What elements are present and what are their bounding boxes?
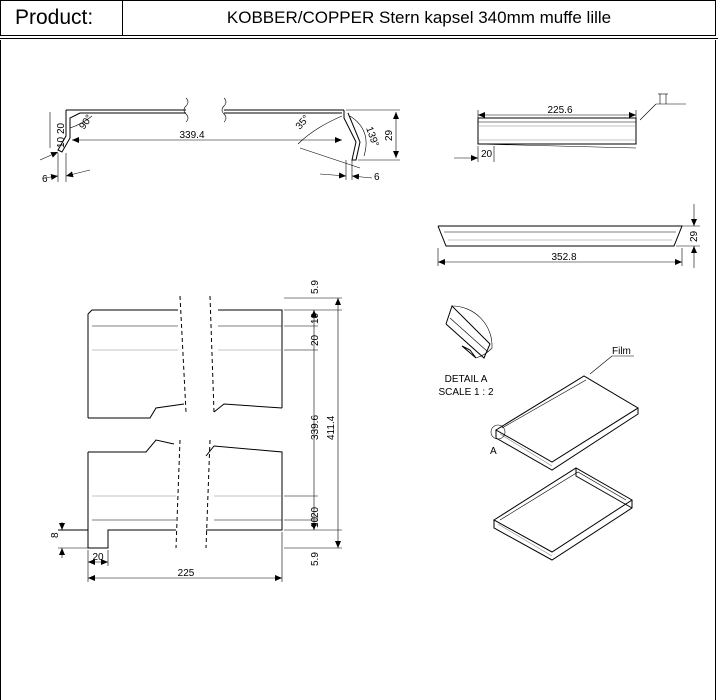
dim-225: 225 bbox=[178, 568, 195, 579]
detail-a: DETAIL A SCALE 1 : 2 bbox=[438, 305, 494, 398]
dim-20-top: 20 bbox=[310, 334, 321, 346]
isometric-film-tray: A Film bbox=[490, 346, 639, 471]
side-view: 29 352.8 bbox=[437, 204, 700, 268]
profile-view: 339.4 20 10 90° 6 35° 139° 29 6 bbox=[39, 97, 400, 185]
dim-352-8: 352.8 bbox=[551, 252, 576, 263]
detail-callout-a: A bbox=[490, 446, 497, 457]
header-divider bbox=[0, 38, 718, 39]
dim-339-6: 339.6 bbox=[310, 415, 321, 440]
plan-view: 5.9 10 20 339.6 411.4 20 10 5.9 8 20 225 bbox=[50, 280, 342, 582]
detail-label-line2: SCALE 1 : 2 bbox=[438, 387, 493, 398]
dim-5-9-top: 5.9 bbox=[310, 280, 321, 294]
angle-35: 35° bbox=[294, 113, 312, 132]
dim-20-left: 20 bbox=[92, 552, 104, 563]
dim-20-bottom: 20 bbox=[310, 506, 321, 518]
dim-6-right: 6 bbox=[374, 172, 380, 183]
dim-5-9-bottom: 5.9 bbox=[310, 552, 321, 566]
isometric-open-tray bbox=[493, 467, 633, 561]
dim-10-left: 10 bbox=[56, 136, 67, 148]
dim-20-left: 20 bbox=[56, 122, 67, 134]
dim-20-top-right: 20 bbox=[481, 149, 493, 160]
product-header: Product: KOBBER/COPPER Stern kapsel 340m… bbox=[0, 0, 716, 36]
dim-225-6: 225.6 bbox=[547, 105, 572, 116]
dim-339-4: 339.4 bbox=[179, 130, 204, 141]
dim-29-side: 29 bbox=[689, 230, 700, 242]
dim-10-bottom: 10 bbox=[310, 516, 321, 528]
dim-10-top: 10 bbox=[310, 312, 321, 324]
product-title: KOBBER/COPPER Stern kapsel 340mm muffe l… bbox=[226, 8, 612, 27]
film-label: Film bbox=[612, 346, 631, 357]
product-label: Product: bbox=[1, 1, 123, 35]
dim-6-left: 6 bbox=[42, 174, 48, 185]
drawing-frame bbox=[0, 40, 716, 700]
angle-90: 90° bbox=[77, 113, 95, 132]
top-right-view: 225.6 20 bbox=[454, 93, 686, 162]
dim-29-profile: 29 bbox=[384, 129, 395, 141]
dim-8: 8 bbox=[50, 532, 61, 538]
dim-411-4: 411.4 bbox=[326, 415, 337, 440]
detail-label-line1: DETAIL A bbox=[445, 374, 488, 385]
